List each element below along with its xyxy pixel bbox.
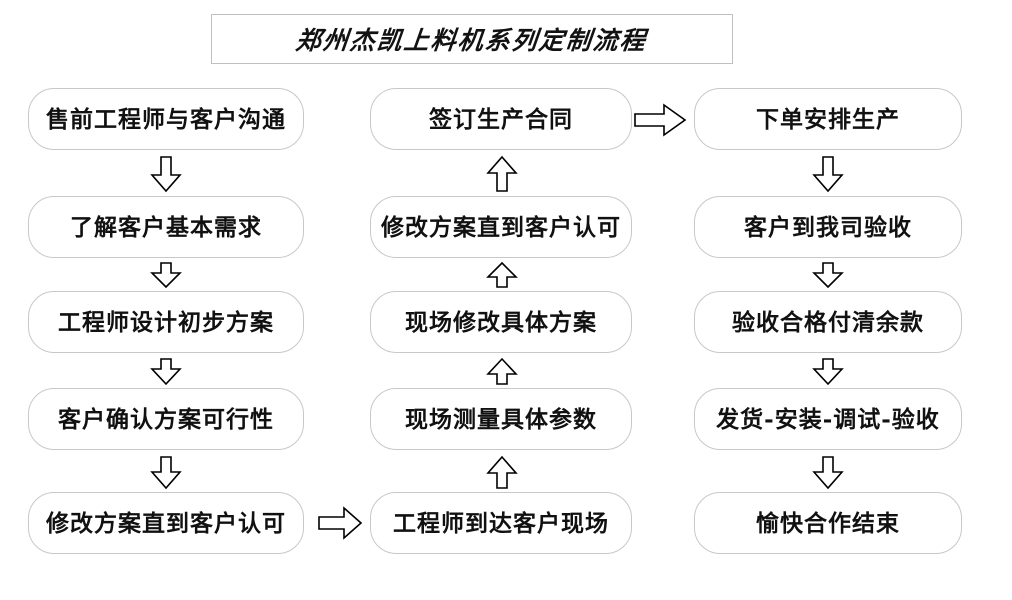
- node-engineer-arrives-onsite[interactable]: 工程师到达客户现场: [370, 492, 632, 554]
- node-customer-inspection-at-factory[interactable]: 客户到我司验收: [694, 196, 962, 258]
- arrow-down-icon: [812, 262, 844, 289]
- node-label: 现场测量具体参数: [405, 405, 597, 433]
- node-pay-balance-after-acceptance[interactable]: 验收合格付清余款: [694, 291, 962, 353]
- node-revise-until-approved-mid[interactable]: 修改方案直到客户认可: [370, 196, 632, 258]
- arrow-down-icon: [150, 262, 182, 289]
- node-engineer-initial-design[interactable]: 工程师设计初步方案: [28, 291, 304, 353]
- node-label: 了解客户基本需求: [70, 213, 262, 241]
- node-customer-confirm-feasibility[interactable]: 客户确认方案可行性: [28, 388, 304, 450]
- node-sign-production-contract[interactable]: 签订生产合同: [370, 88, 632, 150]
- arrow-down-icon: [150, 456, 182, 490]
- node-revise-until-approved-left[interactable]: 修改方案直到客户认可: [28, 492, 304, 554]
- arrow-up-icon: [486, 261, 518, 288]
- node-label: 修改方案直到客户认可: [46, 509, 286, 537]
- node-cooperation-complete[interactable]: 愉快合作结束: [694, 492, 962, 554]
- node-label: 售前工程师与客户沟通: [46, 105, 286, 133]
- arrow-down-icon: [812, 156, 844, 193]
- node-label: 工程师到达客户现场: [393, 509, 609, 537]
- node-label: 愉快合作结束: [756, 509, 900, 537]
- arrow-down-icon: [812, 456, 844, 490]
- arrow-right-icon: [634, 103, 687, 137]
- node-pre-sales-communication[interactable]: 售前工程师与客户沟通: [28, 88, 304, 150]
- arrow-right-icon: [318, 506, 363, 540]
- chart-title-text: 郑州杰凯上料机系列定制流程: [294, 26, 649, 55]
- node-label: 客户到我司验收: [744, 213, 912, 241]
- node-label: 下单安排生产: [756, 105, 900, 133]
- node-place-order-schedule-production[interactable]: 下单安排生产: [694, 88, 962, 150]
- node-label: 发货-安装-调试-验收: [716, 405, 940, 433]
- node-label: 验收合格付清余款: [732, 308, 924, 336]
- node-understand-requirements[interactable]: 了解客户基本需求: [28, 196, 304, 258]
- node-onsite-revise-plan[interactable]: 现场修改具体方案: [370, 291, 632, 353]
- chart-title-box: 郑州杰凯上料机系列定制流程: [211, 14, 733, 64]
- arrow-up-icon: [486, 155, 518, 192]
- arrow-down-icon: [150, 156, 182, 193]
- arrow-down-icon: [812, 358, 844, 386]
- arrow-up-icon: [486, 357, 518, 385]
- node-label: 客户确认方案可行性: [58, 405, 274, 433]
- node-label: 修改方案直到客户认可: [381, 213, 621, 241]
- node-label: 现场修改具体方案: [405, 308, 597, 336]
- node-onsite-measure-parameters[interactable]: 现场测量具体参数: [370, 388, 632, 450]
- arrow-up-icon: [486, 455, 518, 489]
- node-label: 签订生产合同: [429, 105, 573, 133]
- node-label: 工程师设计初步方案: [58, 308, 274, 336]
- arrow-down-icon: [150, 358, 182, 386]
- node-ship-install-debug-accept[interactable]: 发货-安装-调试-验收: [694, 388, 962, 450]
